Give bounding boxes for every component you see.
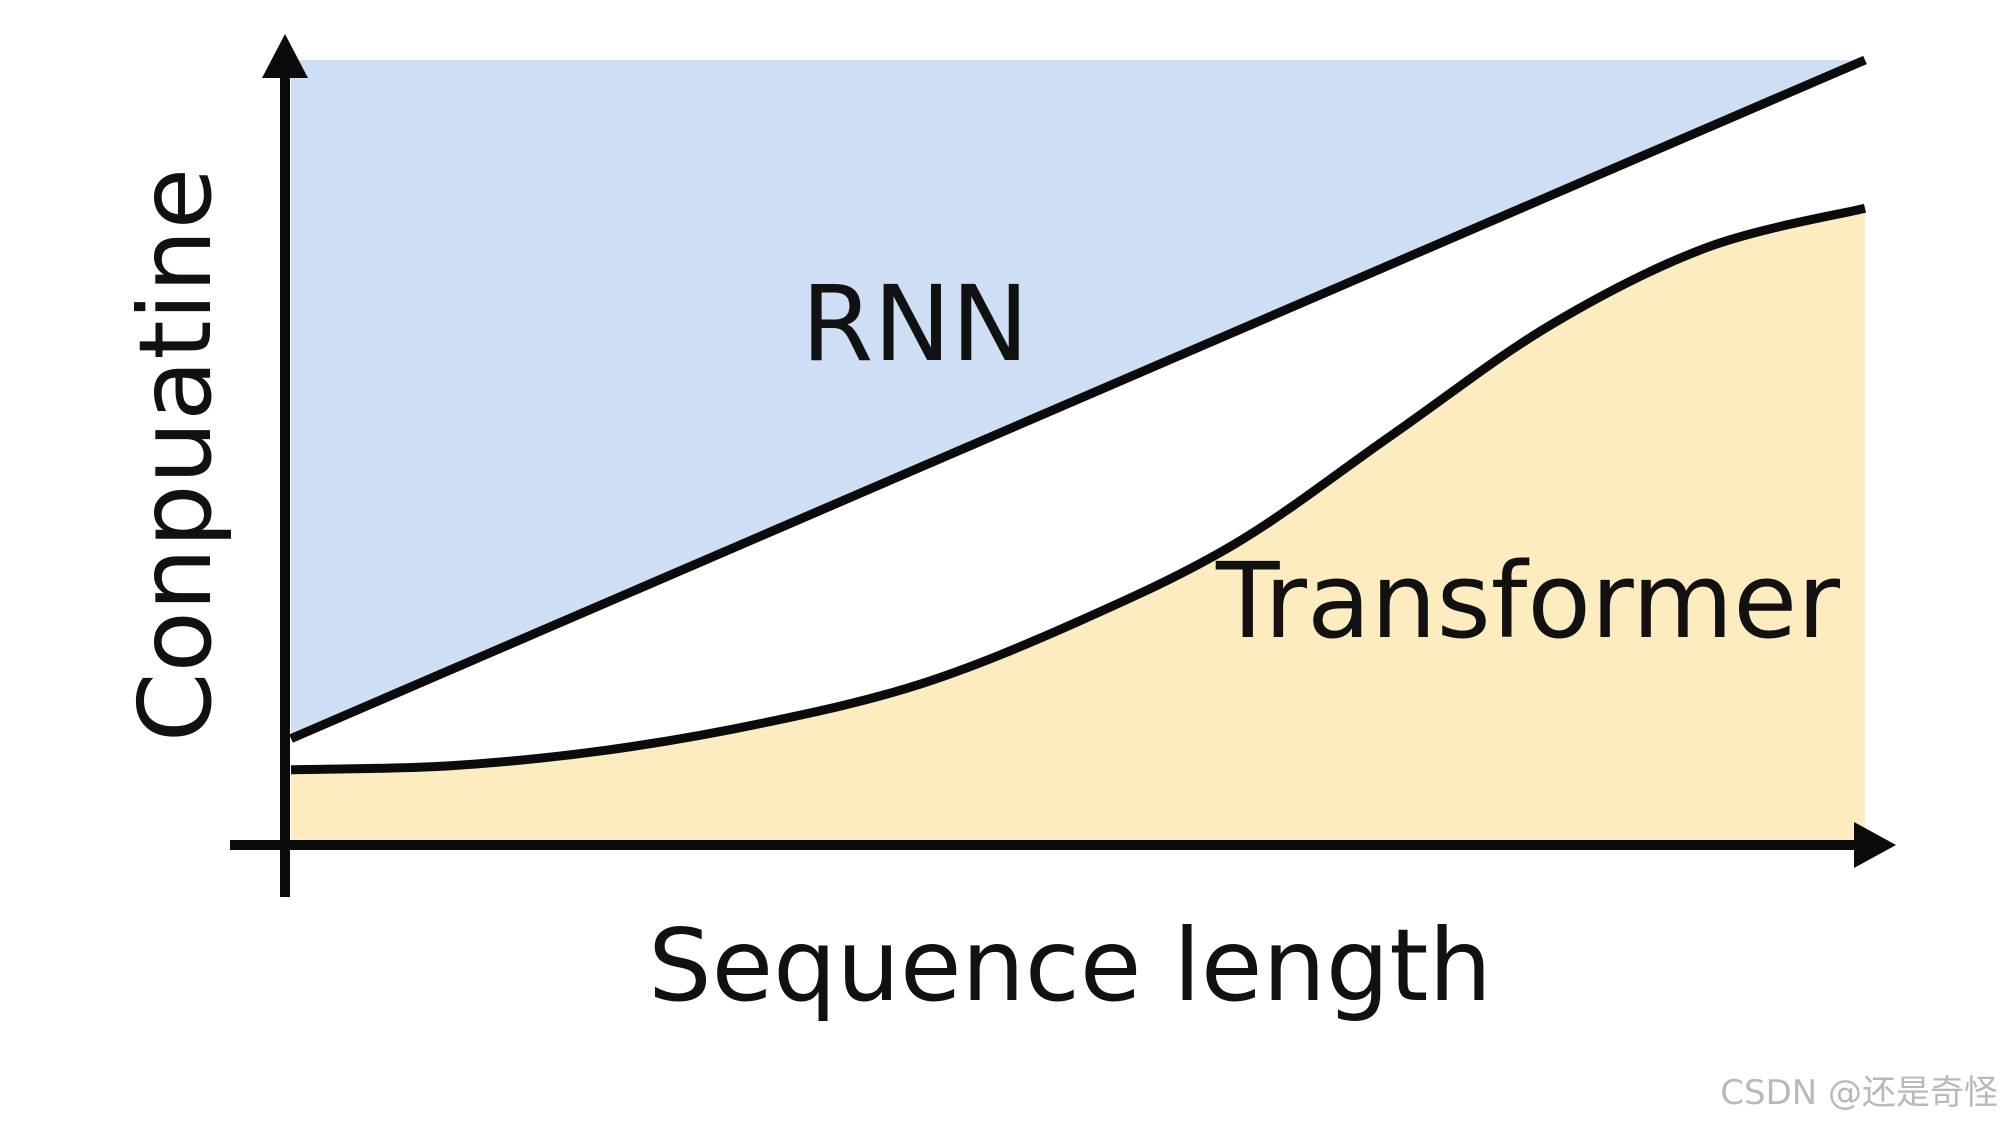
rnn-line [289, 55, 1867, 743]
y-axis-label: Conpuatine [117, 168, 234, 742]
transformer-curve [290, 203, 1867, 775]
transformer-region [291, 208, 1865, 840]
watermark: CSDN @还是奇怪 [1720, 1073, 1998, 1113]
y-axis-arrowhead [262, 34, 308, 78]
x-axis-label: Sequence length [648, 907, 1492, 1024]
x-axis-arrowhead [1854, 822, 1896, 868]
transformer-series-label: Transformer [1215, 540, 1840, 662]
rnn-series-label: RNN [801, 263, 1029, 385]
